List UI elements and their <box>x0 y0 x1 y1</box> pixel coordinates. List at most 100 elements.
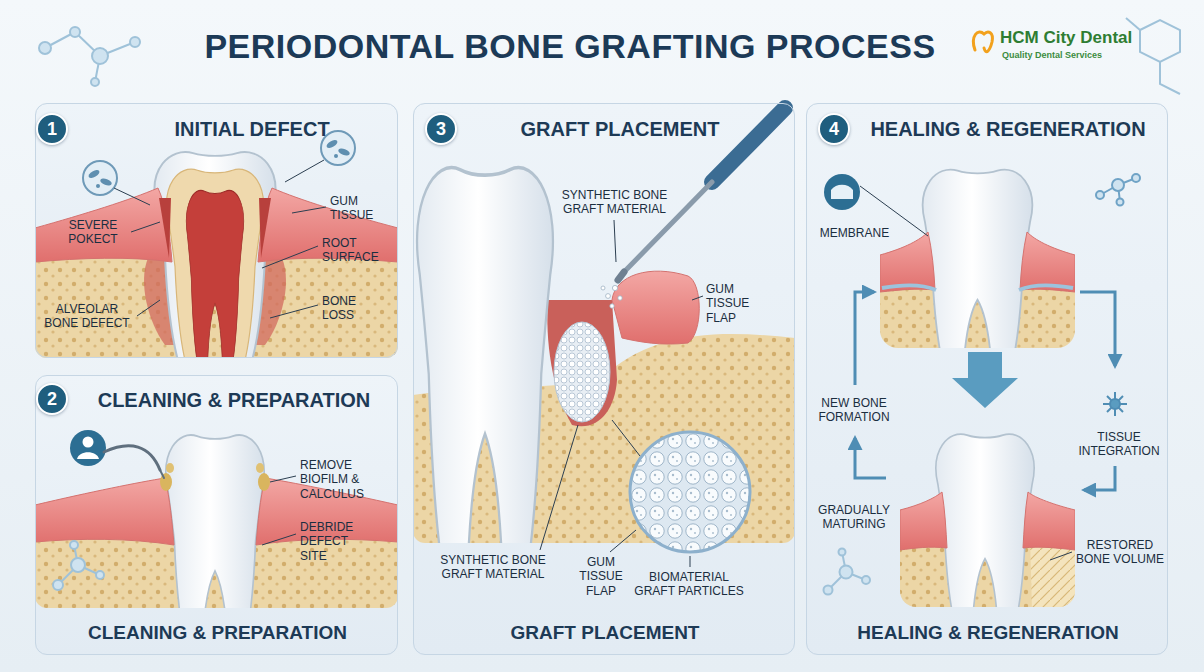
part-label: GUM TISSUE <box>330 194 385 223</box>
molecule-icon-part <box>1160 62 1180 94</box>
logo-mark-part <box>973 32 992 52</box>
text-slot: NEW BONE FORMATION <box>812 396 896 425</box>
step-heading: CLEANING & PREPARATION <box>98 388 371 412</box>
cleaning-illustration-part <box>166 463 174 473</box>
step-heading: GRAFT PLACEMENT <box>521 117 720 141</box>
text-slot: Quality Dental Services <box>1002 50 1152 61</box>
part-label: GUM TISSUE FLAP <box>575 555 627 598</box>
text-slot: 1 <box>38 115 66 143</box>
text-slot: SEVERE POKECT <box>58 218 128 247</box>
text-slot: HEALING & REGENERATION <box>807 621 1169 645</box>
text-slot: INITIAL DEFECT <box>76 117 428 141</box>
text-slot: BONE LOSS <box>322 294 377 323</box>
leader-line <box>114 160 326 318</box>
down-arrow-part <box>952 352 1018 408</box>
part-label: BONE LOSS <box>322 294 377 323</box>
text-slot: 3 <box>427 115 455 143</box>
leader-line-part <box>262 246 318 268</box>
step-number-text: 4 <box>829 119 839 139</box>
text-slot: PERIODONTAL BONE GRAFTING PROCESS <box>170 26 970 66</box>
part-label: ROOT SURFACE <box>322 236 394 265</box>
molecule-icon-part <box>96 571 104 579</box>
step-heading: HEALING & REGENERATION <box>870 117 1145 141</box>
scaler-instrument-part <box>160 470 164 478</box>
falling-particles-part <box>618 296 622 300</box>
leader-line-part <box>262 534 296 545</box>
bacteria-icon-part <box>83 161 117 195</box>
graft-illustration-part <box>554 322 610 422</box>
cleaning-illustration-part <box>256 463 264 473</box>
part-label: ALVEOLAR BONE DEFECT <box>40 302 134 331</box>
leader-line-part <box>610 530 636 552</box>
graft-illustration-part <box>417 168 553 543</box>
text-slot: ALVEOLAR BONE DEFECT <box>40 302 134 331</box>
molecule-icon-part <box>1132 174 1140 182</box>
molecule-icon-part <box>1117 199 1124 206</box>
molecule-icon-part <box>70 27 80 37</box>
molecule-icon-part <box>70 541 78 549</box>
molecule-icon <box>1096 174 1140 206</box>
step-panel: HEALING & REGENERATION HEALING & REGENERA… <box>806 103 1168 655</box>
leader-line-part <box>114 188 150 205</box>
graft-illustration <box>413 168 795 543</box>
molecule-icon-part <box>1140 20 1180 62</box>
logo-mark <box>973 32 992 52</box>
healing-illustration-top-part <box>880 232 935 292</box>
cycle-arrow <box>855 292 1115 490</box>
step-heading: INITIAL DEFECT <box>174 117 329 141</box>
text-slot: GUM TISSUE <box>330 194 385 223</box>
tissue-icon-part <box>1110 399 1120 409</box>
text-slot: MEMBRANE <box>812 226 897 240</box>
bacteria-icon-part <box>99 177 112 187</box>
magnified-particles-part <box>630 432 750 552</box>
text-slot: HCM City Dental <box>1000 28 1150 48</box>
text-slot: REMOVE BIOFILM & CALCULUS <box>300 458 395 501</box>
step-number: 4 <box>818 113 850 145</box>
step-number: 3 <box>425 113 457 145</box>
step-number-text: 2 <box>47 389 57 409</box>
leader-line-part <box>131 222 160 232</box>
healing-illustration-top-part <box>1020 232 1075 292</box>
membrane-icon-part <box>831 185 853 199</box>
step-number-text: 1 <box>47 119 57 139</box>
healing-illustration-bottom-part <box>1023 492 1075 550</box>
down-arrow <box>952 352 1018 408</box>
falling-particles-part <box>610 304 614 308</box>
leader-line-part <box>540 425 578 550</box>
graft-illustration-part <box>547 300 617 426</box>
falling-particles <box>601 285 622 308</box>
magnified-particles <box>630 432 750 552</box>
text-slot: GUM TISSUE FLAP <box>575 555 627 598</box>
healing-illustration-top-part <box>1019 285 1073 290</box>
molecule-icon <box>39 27 140 86</box>
leader-line-part <box>270 476 296 482</box>
text-slot: SYNTHETIC BONE GRAFT MATERIAL <box>423 553 563 582</box>
leader-line-part <box>614 220 616 262</box>
text-slot: DEBRIDE DEFECT SITE <box>300 520 372 563</box>
text-slot: 4 <box>820 115 848 143</box>
healing-illustration-bottom-part <box>936 434 1034 607</box>
text-slot: CLEANING & PREPARATION <box>76 388 392 412</box>
bacteria-icon-part <box>337 147 350 157</box>
text-slot: HEALING & REGENERATION <box>852 117 1164 141</box>
text-slot: BIOMATERIAL GRAFT PARTICLES <box>630 570 748 599</box>
molecule-icon-part <box>1096 191 1104 199</box>
molecule-icon-part <box>1112 179 1124 191</box>
leader-line-part <box>137 300 160 316</box>
tissue-icon <box>1103 392 1127 416</box>
molecule-icon <box>53 541 104 590</box>
bacteria-icon-part <box>87 168 100 179</box>
healing-illustration-top-part <box>923 170 1032 348</box>
text-slot: SYNTHETIC BONE GRAFT MATERIAL <box>552 188 677 217</box>
molecule-icon-part <box>840 566 853 579</box>
cleaning-illustration-part <box>258 473 270 491</box>
logo-tagline: Quality Dental Services <box>1002 50 1152 61</box>
defect-illustration-part <box>167 169 264 358</box>
dentist-icon-part <box>70 430 106 466</box>
dentist-icon <box>70 430 106 466</box>
cycle-arrow-part <box>855 438 886 478</box>
bacteria-icon-part <box>96 184 100 188</box>
cycle-arrow-part <box>1080 292 1115 366</box>
